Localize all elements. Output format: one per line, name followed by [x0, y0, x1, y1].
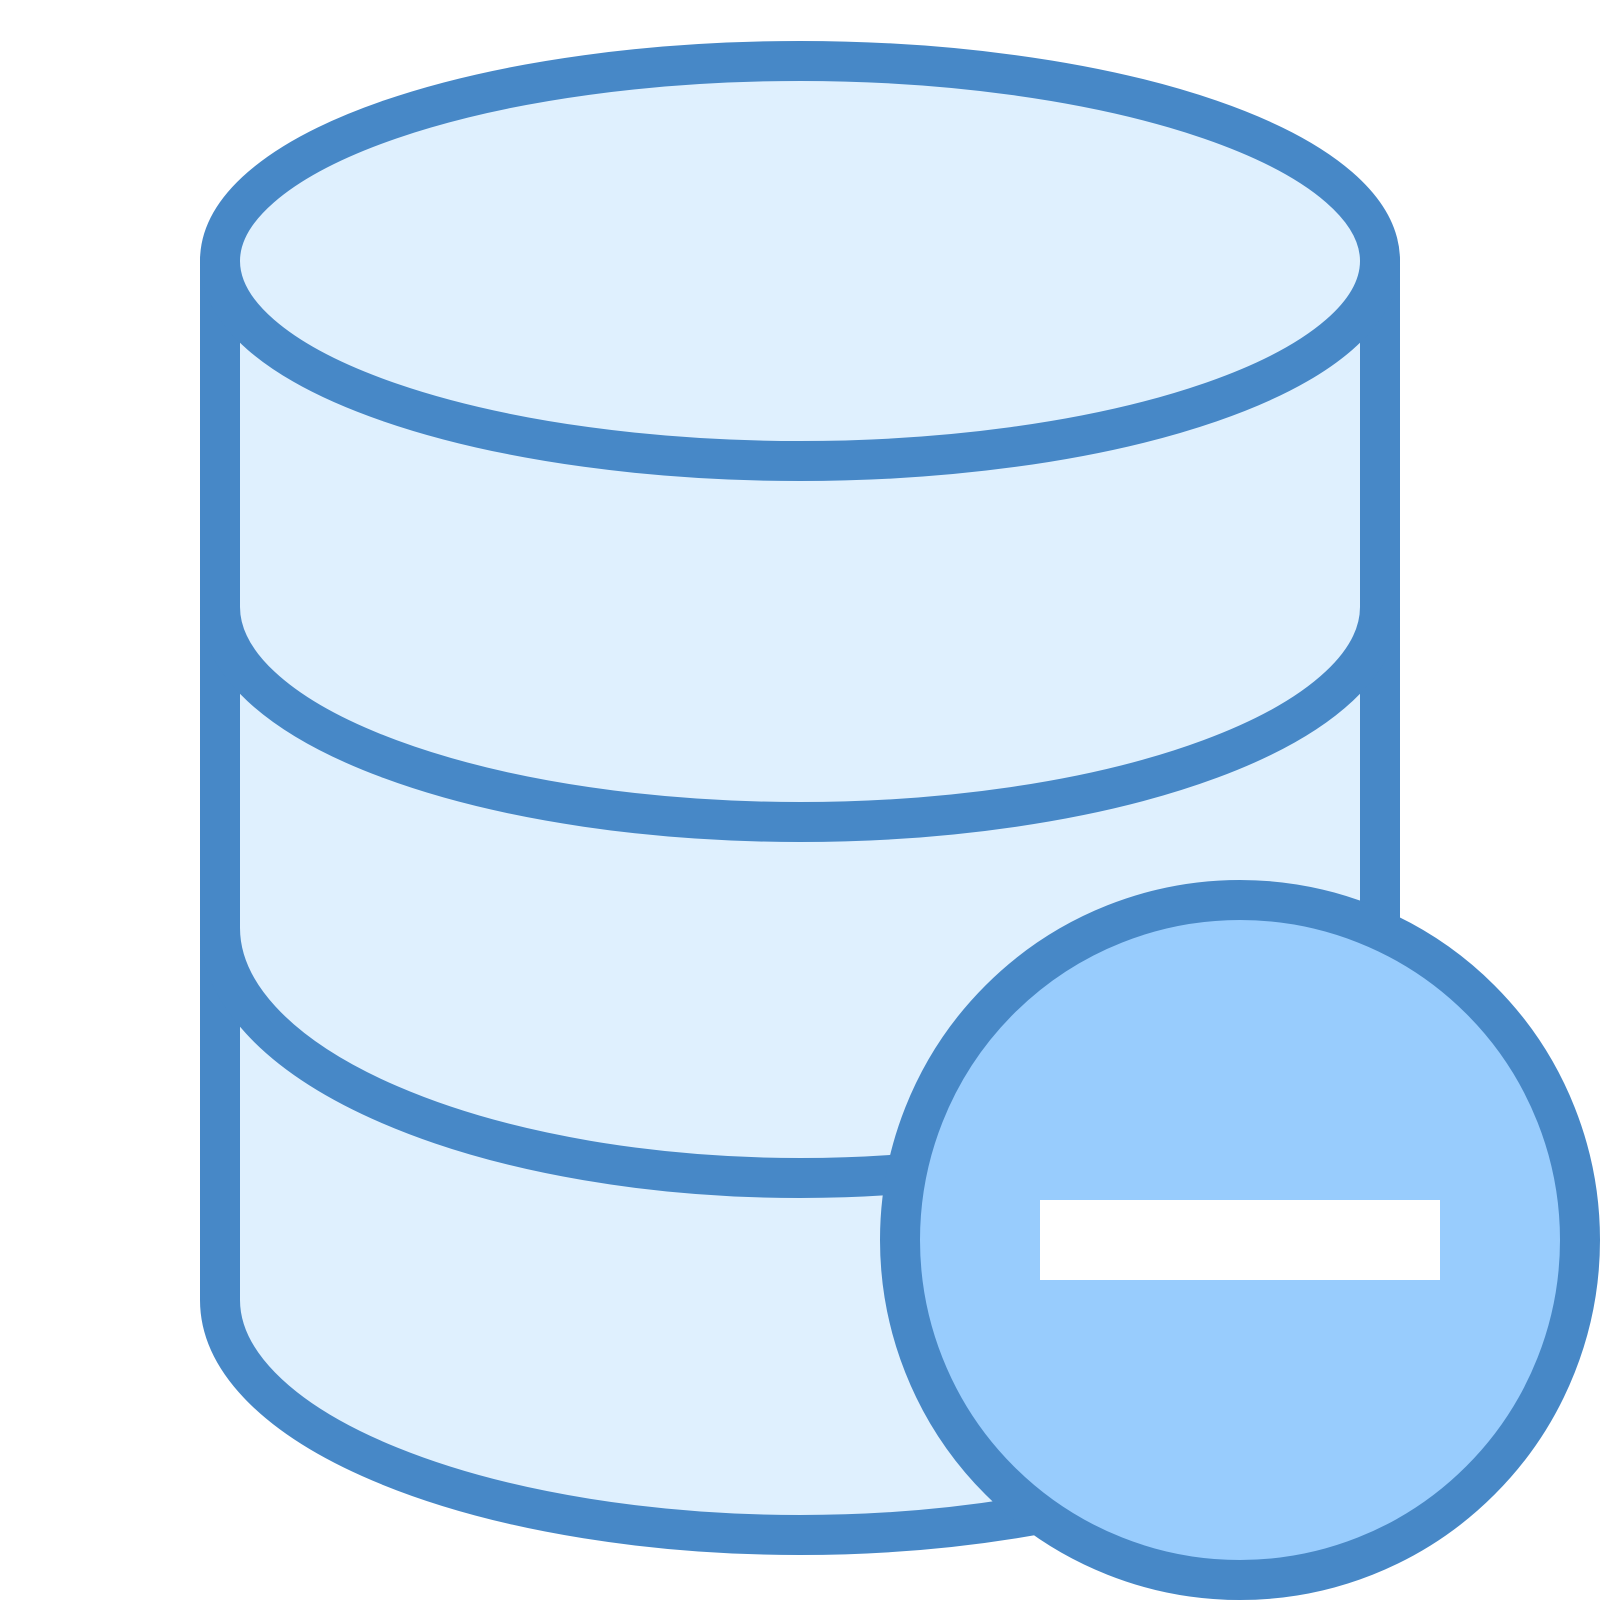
cylinder-top [200, 41, 1400, 481]
minus-badge-icon [880, 880, 1600, 1600]
cylinder-tier-divider-1 [200, 606, 1400, 842]
minus-bar [1040, 1200, 1440, 1280]
